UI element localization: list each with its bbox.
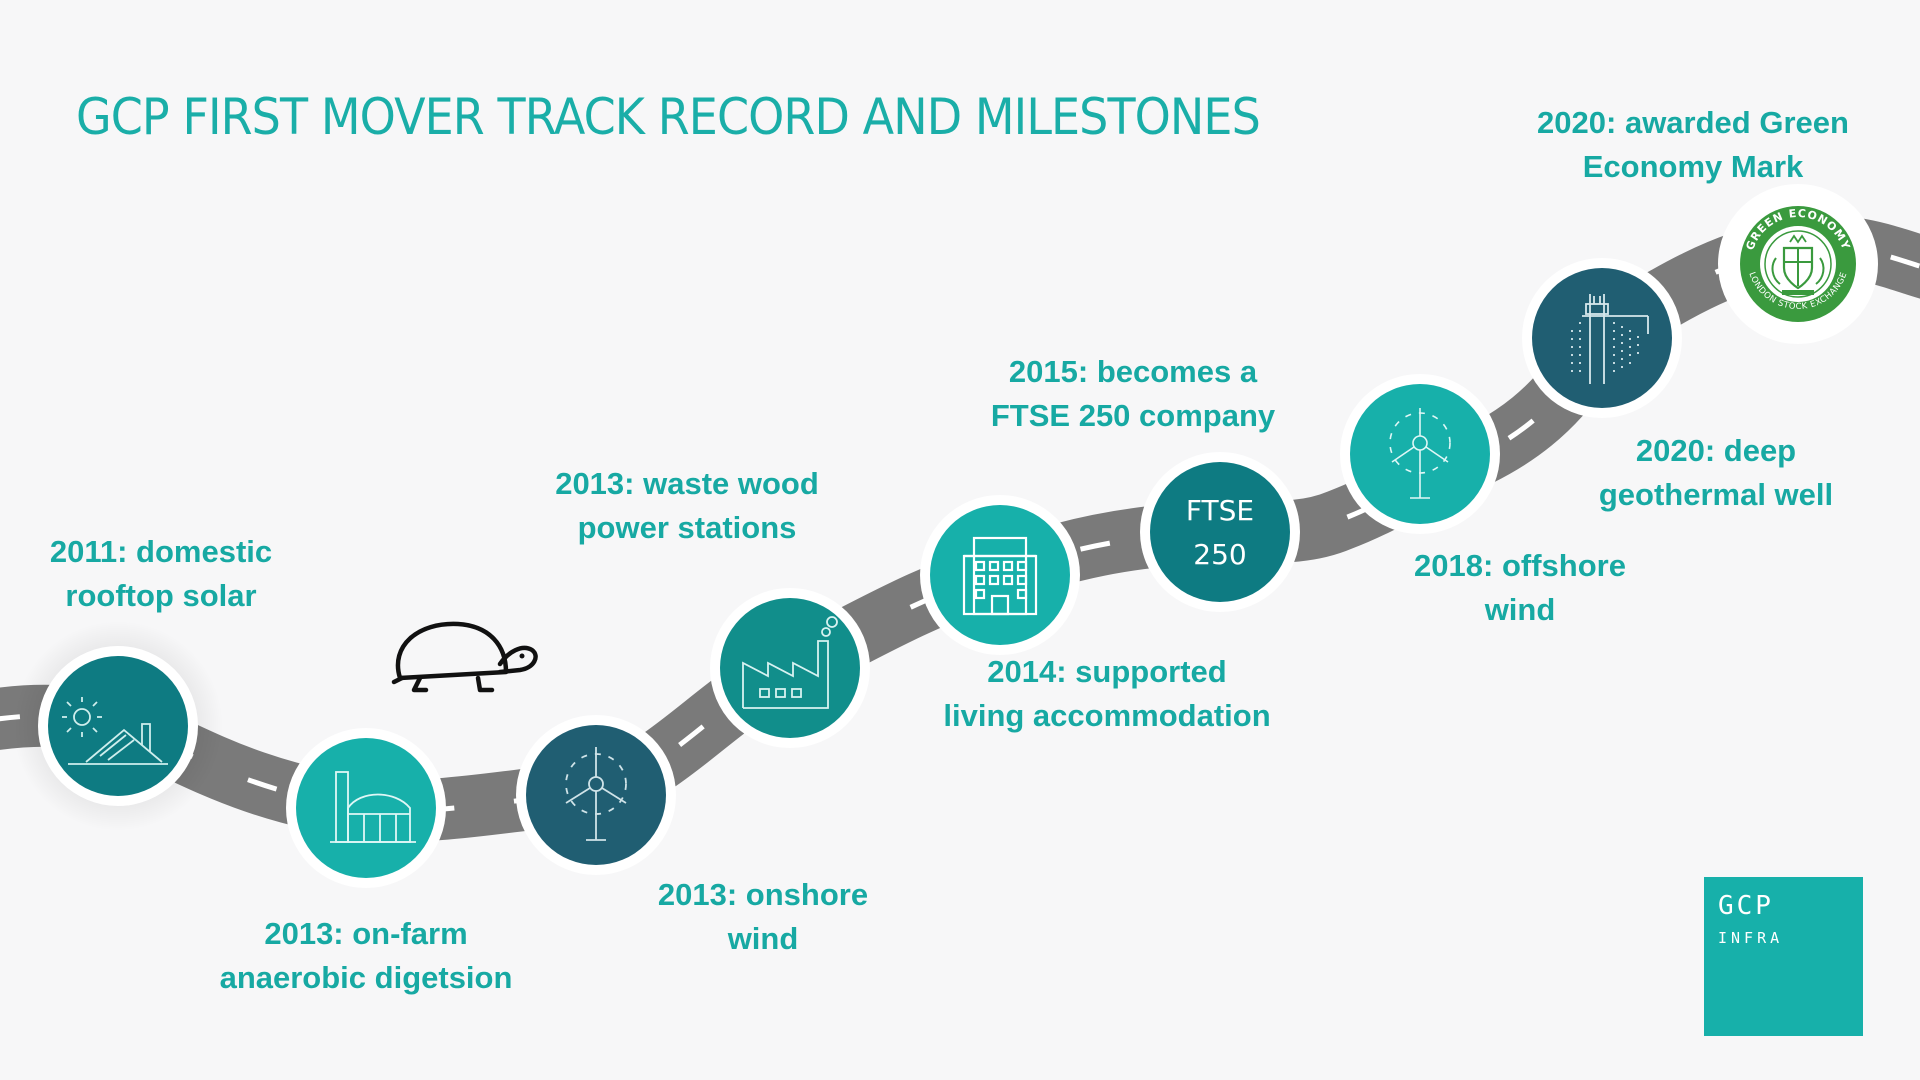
milestone-label-7: 2018: offshore wind bbox=[1414, 544, 1626, 632]
brand-sub: INFRA bbox=[1718, 929, 1784, 947]
milestone-label-4-line2: power stations bbox=[577, 510, 797, 545]
rooftop-solar-icon bbox=[62, 697, 168, 765]
milestone-label-6-line1: 2015: becomes a bbox=[1008, 354, 1258, 389]
milestone-node-3 bbox=[516, 715, 676, 875]
page-title: GCP FIRST MOVER TRACK RECORD AND MILESTO… bbox=[76, 88, 1261, 146]
milestone-node-5 bbox=[920, 495, 1080, 655]
milestone-label-1-line1: 2011: domestic bbox=[49, 534, 273, 569]
milestone-label-6: 2015: becomes a FTSE 250 company bbox=[991, 350, 1275, 438]
milestone-label-6-line2: FTSE 250 company bbox=[990, 398, 1276, 433]
tortoise-icon bbox=[391, 621, 538, 693]
milestone-label-1-line2: rooftop solar bbox=[65, 578, 257, 613]
milestone-label-4-line1: 2013: waste wood bbox=[555, 466, 819, 501]
anaerobic-digester-icon bbox=[330, 771, 416, 843]
wind-turbine-icon bbox=[565, 747, 627, 841]
milestone-label-8-line1: 2020: deep bbox=[1635, 433, 1797, 468]
milestone-node-4 bbox=[710, 588, 870, 748]
building-icon bbox=[962, 536, 1038, 616]
milestone-node-6: FTSE 250 bbox=[1140, 452, 1300, 612]
milestone-label-2-line1: 2013: on-farm bbox=[264, 916, 468, 951]
milestone-label-2-line2: anaerobic digetsion bbox=[219, 960, 513, 995]
milestone-label-4: 2013: waste wood power stations bbox=[555, 462, 819, 550]
milestone-label-5-line2: living accommodation bbox=[943, 698, 1271, 733]
milestone-label-8: 2020: deep geothermal well bbox=[1599, 429, 1833, 517]
milestone-label-1: 2011: domestic rooftop solar bbox=[50, 530, 272, 618]
milestone-node-9: GREEN ECONOMY LONDON STOCK EXCHANGE bbox=[1718, 184, 1878, 344]
milestone-label-5: 2014: supported living accommodation bbox=[943, 650, 1270, 738]
geothermal-rig-icon bbox=[1571, 294, 1649, 384]
ftse-badge-line2: 250 bbox=[1193, 538, 1246, 571]
ftse-badge-line1: FTSE bbox=[1186, 494, 1254, 527]
milestone-label-5-line1: 2014: supported bbox=[987, 654, 1227, 689]
milestone-label-8-line2: geothermal well bbox=[1598, 477, 1834, 512]
milestone-node-2 bbox=[286, 728, 446, 888]
green-economy-mark-icon: GREEN ECONOMY LONDON STOCK EXCHANGE bbox=[1740, 206, 1856, 322]
milestone-label-9-line2: Economy Mark bbox=[1582, 149, 1804, 184]
milestone-label-3-line1: 2013: onshore bbox=[657, 877, 869, 912]
milestone-node-1 bbox=[38, 646, 198, 806]
milestone-label-9-line1: 2020: awarded Green bbox=[1537, 105, 1849, 140]
offshore-wind-icon bbox=[1389, 408, 1451, 499]
factory-icon bbox=[742, 616, 838, 709]
gcp-infra-logo: GCP INFRA bbox=[1704, 877, 1863, 1036]
milestone-label-7-line1: 2018: offshore bbox=[1414, 548, 1626, 583]
milestone-node-8 bbox=[1522, 258, 1682, 418]
milestone-node-7 bbox=[1340, 374, 1500, 534]
milestone-label-9: 2020: awarded Green Economy Mark bbox=[1537, 101, 1849, 189]
brand-name: GCP bbox=[1718, 891, 1774, 921]
milestone-label-3-line2: wind bbox=[727, 921, 799, 956]
milestone-label-7-line2: wind bbox=[1484, 592, 1556, 627]
milestone-label-2: 2013: on-farm anaerobic digetsion bbox=[220, 912, 513, 1000]
milestone-label-3: 2013: onshore wind bbox=[658, 873, 868, 961]
